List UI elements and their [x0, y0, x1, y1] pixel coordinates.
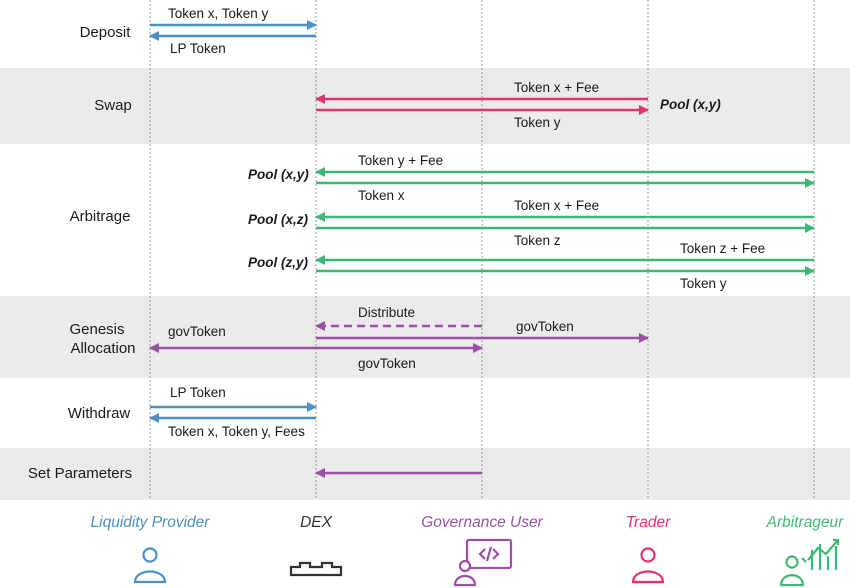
msg-arb-token-x: Token x [358, 188, 405, 203]
msg-withdraw-tokens: Token x, Token y, Fees [168, 424, 305, 439]
row-label-deposit: Deposit [80, 24, 132, 41]
msg-arb-pool-xz: Pool (x,z) [248, 212, 309, 227]
row-label-genesis: Genesis [69, 321, 124, 338]
msg-gen-govtoken-lp: govToken [168, 324, 226, 339]
actor-label-liquidity-provider: Liquidity Provider [91, 514, 211, 531]
person-icon [133, 547, 167, 584]
msg-gen-distribute: Distribute [358, 305, 415, 320]
msg-arb-pool-xy: Pool (x,y) [248, 167, 309, 182]
person-chart-icon [779, 538, 840, 587]
actor-label-governance-user: Governance User [421, 514, 543, 531]
msg-swap-token-x-fee: Token x + Fee [514, 80, 599, 95]
msg-deposit-lp: LP Token [170, 41, 226, 56]
msg-arb-token-y-fee: Token y + Fee [358, 153, 443, 168]
msg-swap-token-y: Token y [514, 115, 561, 130]
msg-deposit-tokens: Token x, Token y [168, 6, 269, 21]
row-label-swap: Swap [94, 97, 132, 114]
developer-monitor-icon [453, 538, 513, 587]
row-label-allocation: Allocation [70, 340, 135, 357]
msg-arb-token-z-fee: Token z + Fee [680, 241, 765, 256]
actor-label-dex: DEX [300, 514, 333, 531]
actor-label-arbitrageur: Arbitrageur [766, 514, 845, 531]
msg-gen-govtoken-gov: govToken [358, 356, 416, 371]
msg-arb-token-x-fee: Token x + Fee [514, 198, 599, 213]
row-label-set-parameters: Set Parameters [28, 465, 132, 482]
msg-withdraw-lp: LP Token [170, 385, 226, 400]
msg-gen-govtoken-trader: govToken [516, 319, 574, 334]
band-swap [0, 68, 850, 144]
row-label-arbitrage: Arbitrage [70, 208, 131, 225]
dex-blocks-icon [289, 561, 343, 577]
person-icon [631, 547, 665, 584]
msg-swap-pool: Pool (x,y) [660, 97, 721, 112]
msg-arb-token-y2: Token y [680, 276, 727, 291]
msg-arb-token-z: Token z [514, 233, 561, 248]
row-label-withdraw: Withdraw [68, 405, 131, 422]
msg-arb-pool-zy: Pool (z,y) [248, 255, 309, 270]
actor-label-trader: Trader [626, 514, 671, 531]
